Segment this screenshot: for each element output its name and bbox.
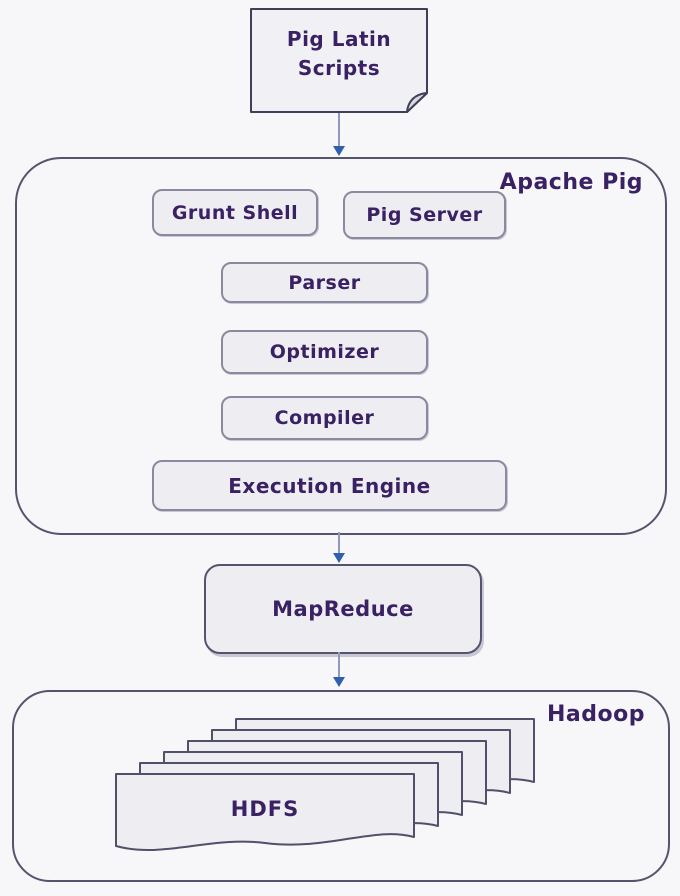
arrow-mapreduce-to-hadoop-head: [333, 677, 345, 687]
node-mapreduce: MapReduce: [204, 564, 482, 654]
note-shape: [250, 8, 428, 113]
node-grunt-shell: Grunt Shell: [152, 189, 318, 236]
arrow-mapreduce-to-hadoop-line: [338, 652, 340, 678]
node-hdfs: HDFS: [115, 773, 415, 859]
compiler-label: Compiler: [274, 407, 375, 429]
grunt-shell-label: Grunt Shell: [171, 201, 299, 224]
node-pig-server: Pig Server: [343, 191, 506, 239]
mapreduce-label: MapReduce: [272, 597, 414, 621]
arrow-pig-to-mapreduce-head: [333, 553, 345, 563]
hdfs-label: HDFS: [230, 797, 300, 821]
node-execution-engine: Execution Engine: [152, 460, 507, 511]
container-hadoop: Hadoop: [12, 690, 670, 882]
node-pig-latin-scripts: Pig Latin Scripts: [250, 8, 428, 113]
arrow-pig-to-mapreduce-line: [338, 532, 340, 554]
hadoop-label: Hadoop: [547, 702, 645, 727]
container-apache-pig: Apache Pig: [15, 157, 667, 535]
pig-latin-scripts-label: Pig Latin Scripts: [286, 26, 392, 80]
optimizer-label: Optimizer: [269, 341, 380, 363]
node-parser: Parser: [221, 262, 428, 303]
node-optimizer: Optimizer: [221, 330, 428, 374]
arrow-scripts-to-pig-line: [338, 113, 340, 147]
execution-engine-label: Execution Engine: [228, 473, 431, 498]
pig-server-label: Pig Server: [366, 204, 483, 226]
arrow-scripts-to-pig-head: [333, 146, 345, 156]
node-compiler: Compiler: [221, 396, 428, 440]
apache-pig-label: Apache Pig: [499, 170, 643, 195]
parser-label: Parser: [288, 271, 361, 294]
